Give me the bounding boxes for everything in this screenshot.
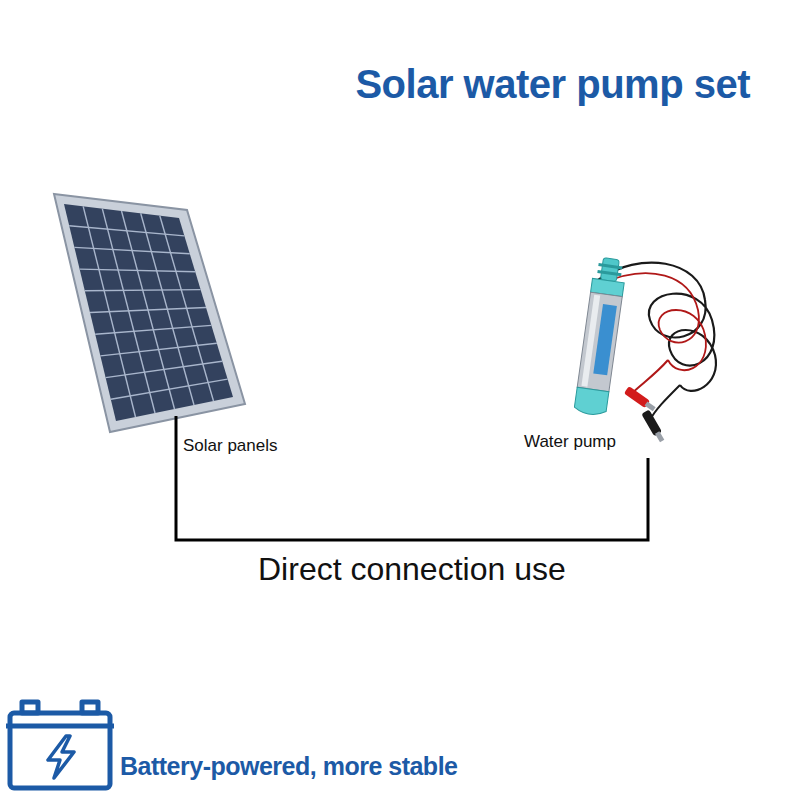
diagram-title: Solar water pump set	[355, 62, 750, 107]
component-node: Water pump	[500, 250, 680, 458]
component-node: Solar panels	[50, 190, 305, 464]
component-label: Water pump	[523, 432, 617, 452]
wire-connector	[176, 458, 648, 540]
connection-label: Direct connection use	[254, 551, 570, 588]
solar-panel	[54, 194, 245, 464]
water-pump	[574, 257, 716, 444]
note-text: Battery-powered, more stable	[120, 752, 458, 781]
battery-icon	[6, 702, 114, 788]
component-label: Solar panels	[182, 436, 279, 456]
